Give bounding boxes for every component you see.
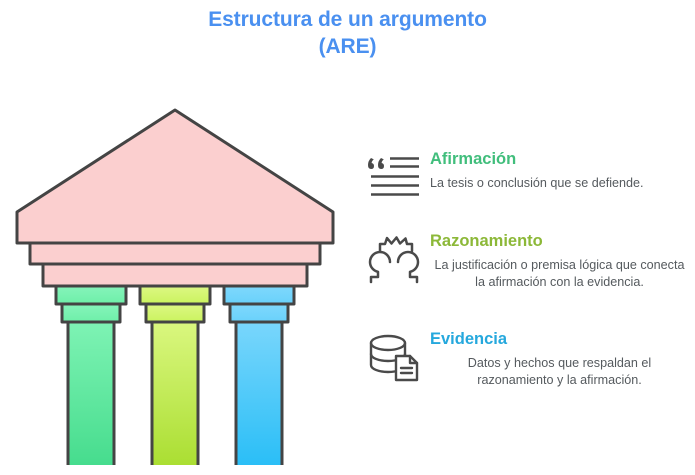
database-document-icon (366, 332, 422, 384)
list-item-afirmacion: Afirmación La tesis o conclusión que se … (362, 148, 695, 220)
temple-pillar-razonamiento (138, 284, 212, 465)
item-heading-evidencia: Evidencia (430, 330, 508, 348)
item-heading-afirmacion: Afirmación (430, 150, 517, 168)
item-heading-razonamiento: Razonamiento (430, 232, 543, 250)
item-description-razonamiento: La justificación o premisa lógica que co… (434, 258, 685, 289)
temple-pediment (15, 108, 335, 245)
title-line-secondary: (ARE) (318, 35, 377, 58)
list-item-razonamiento: Razonamiento La justificación o premisa … (362, 230, 695, 318)
concept-list: Afirmación La tesis o conclusión que se … (362, 148, 695, 418)
page-title: Estructura de un argumento (ARE) (0, 6, 695, 60)
item-description-afirmacion: La tesis o conclusión que se defiende. (430, 176, 644, 190)
title-line-primary: Estructura de un argumento (208, 8, 487, 31)
temple-architrave-lower (41, 262, 309, 288)
two-people-discussion-icon (366, 234, 422, 286)
temple-pillar-afirmacion (54, 284, 128, 465)
temple-architrave-upper (28, 241, 322, 266)
list-item-evidencia: Evidencia Datos y hechos que respaldan e… (362, 328, 695, 408)
temple-illustration (0, 95, 350, 465)
temple-pillar-evidencia (222, 284, 296, 465)
item-description-evidencia: Datos y hechos que respaldan el razonami… (467, 356, 652, 387)
quote-lines-icon (366, 152, 422, 204)
